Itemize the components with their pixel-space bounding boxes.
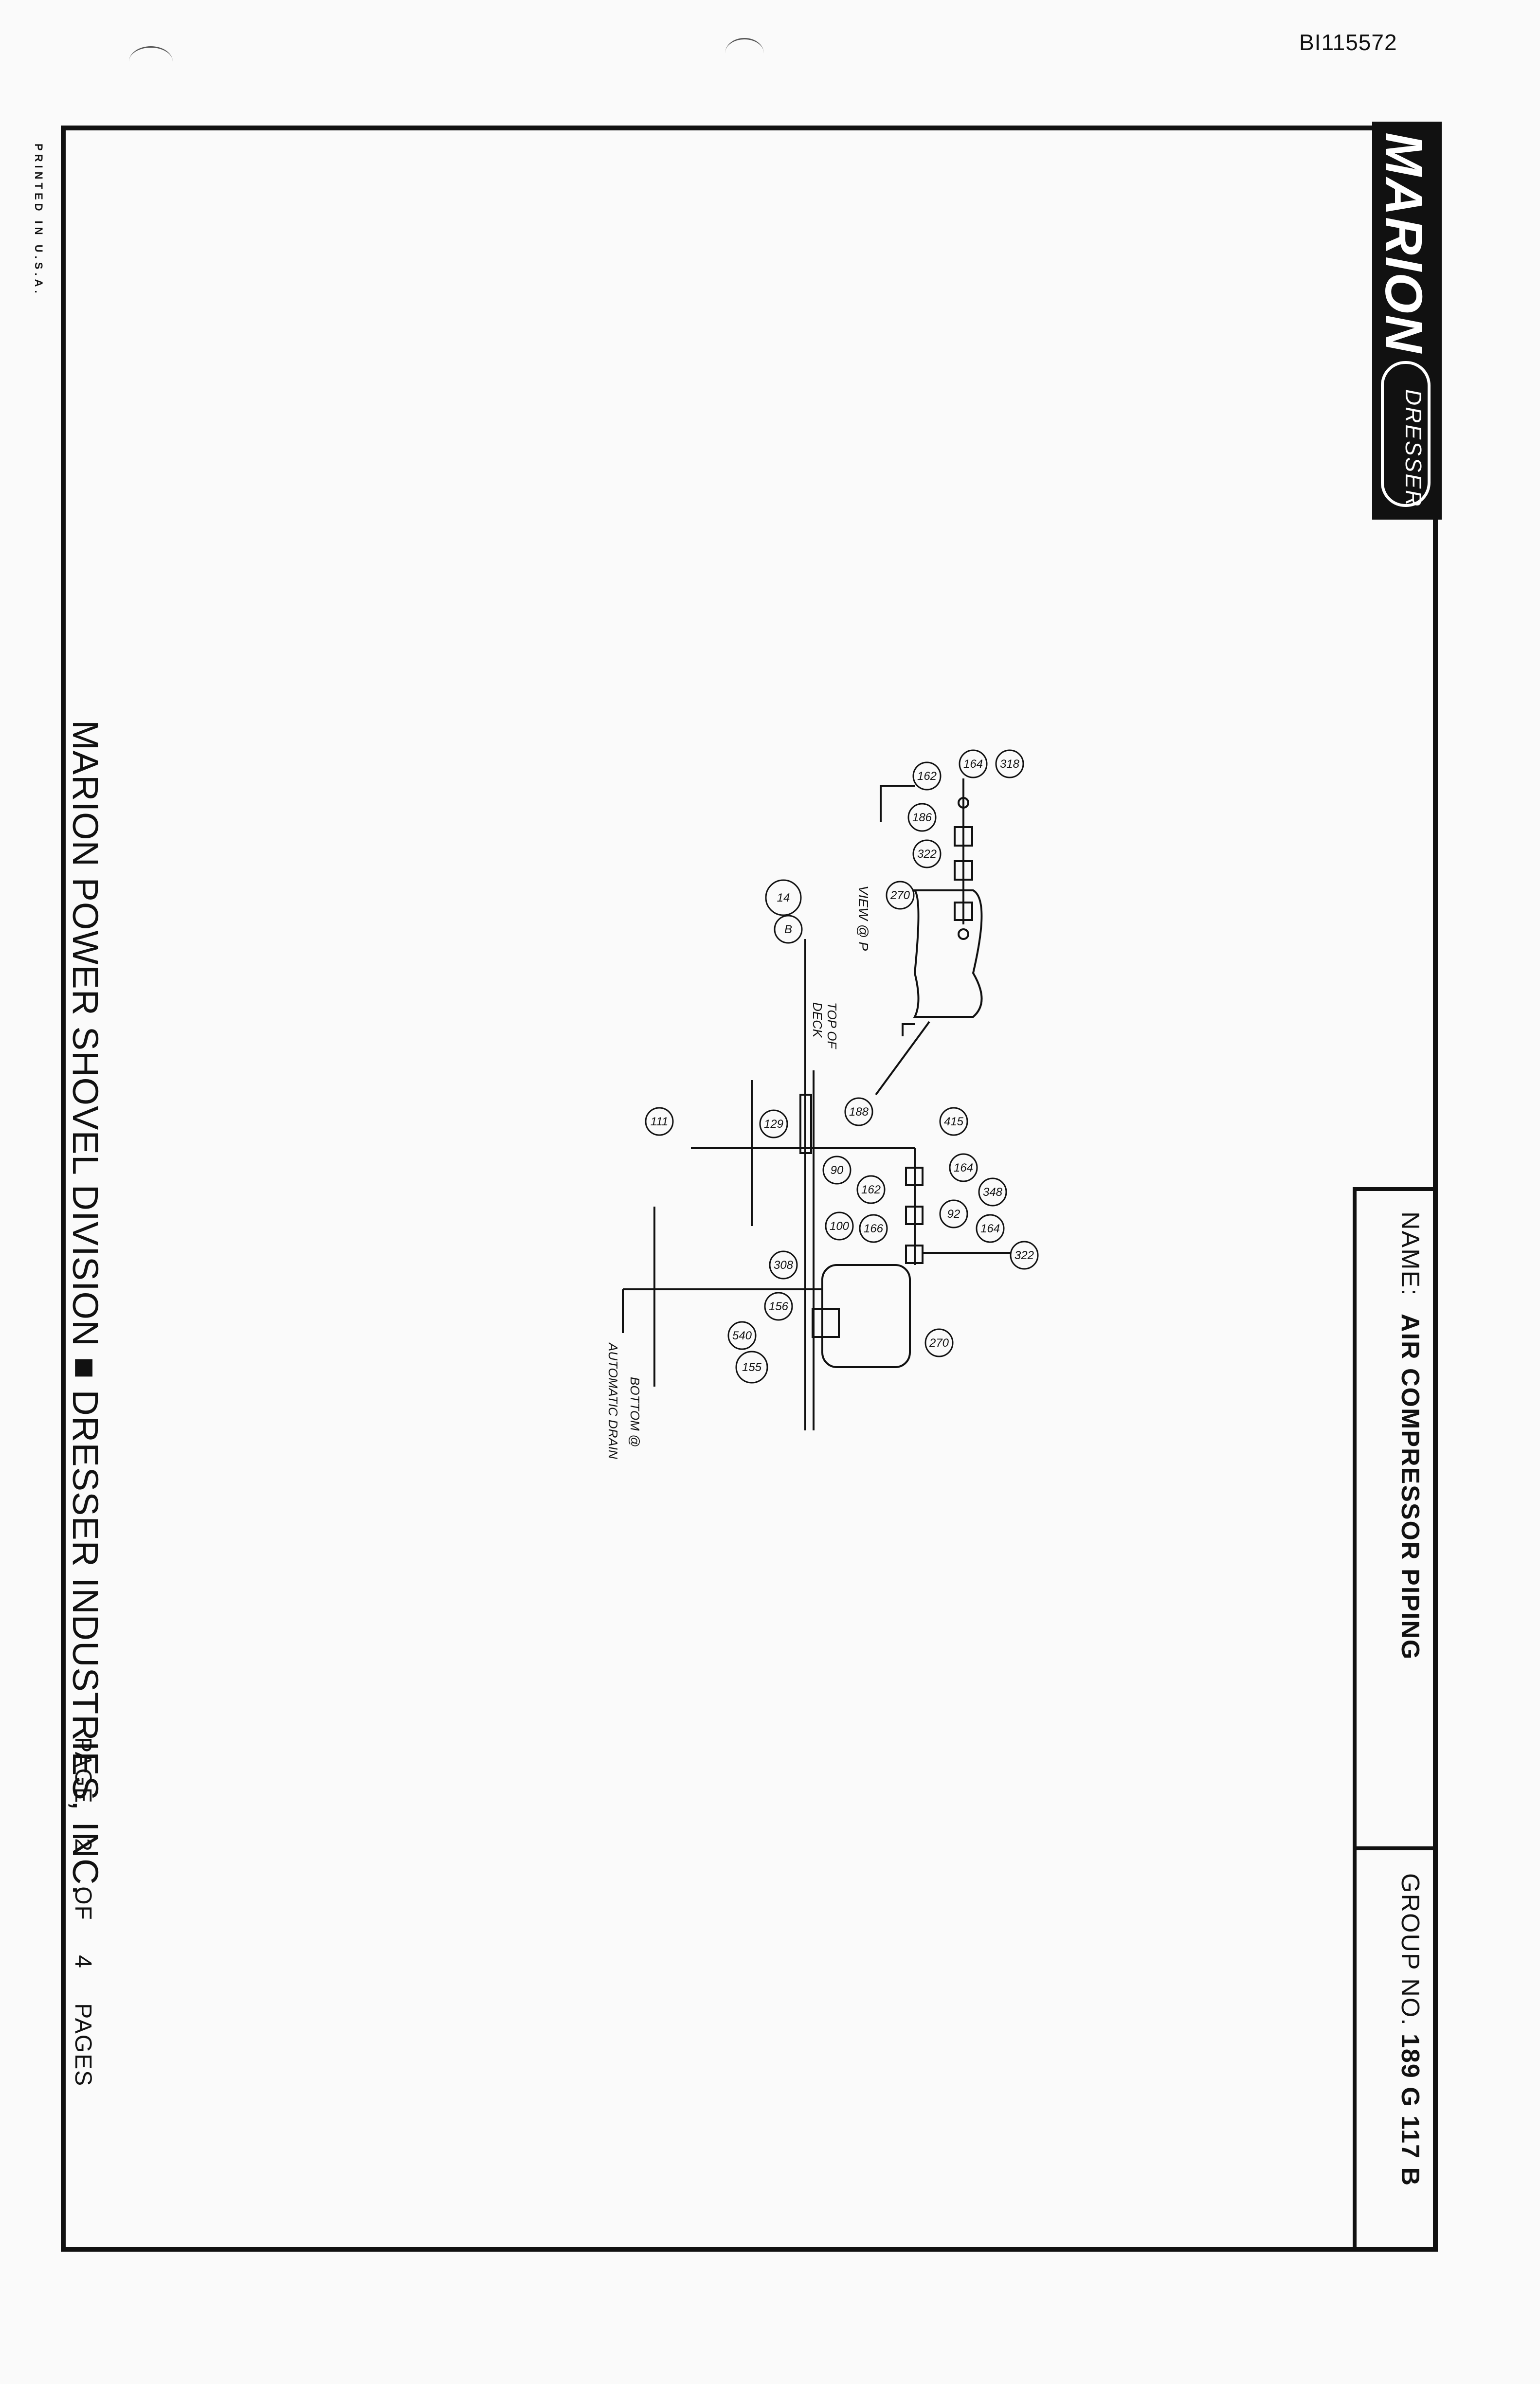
upper-valve <box>958 928 969 940</box>
callout-circle <box>856 1175 886 1204</box>
callout-circle <box>735 1351 768 1384</box>
callout-label: 100 <box>830 1220 850 1233</box>
upper-fitting <box>954 860 973 881</box>
callout-circle <box>912 761 942 791</box>
callout-circle <box>764 1292 793 1321</box>
callout-label: 318 <box>1000 758 1020 771</box>
lower-fitting <box>905 1206 924 1225</box>
lower-fitting <box>905 1167 924 1186</box>
callout-label: 162 <box>861 1183 881 1196</box>
callout-circle <box>976 1214 1005 1243</box>
callout-label: 164 <box>954 1161 973 1174</box>
callout-label: 308 <box>774 1259 794 1272</box>
punch-hole-mark <box>129 46 173 77</box>
top-of-deck-note-line1: TOP OF <box>825 1002 839 1049</box>
callout-label: 166 <box>864 1222 884 1235</box>
document-id: BI115572 <box>1299 30 1397 55</box>
callout-label: 90 <box>831 1164 844 1177</box>
deck-leader <box>875 1021 930 1096</box>
callout-circle <box>859 1214 888 1243</box>
lower-receiver-tank <box>821 1264 911 1368</box>
lower-fitting <box>812 1308 840 1338</box>
callout-circle <box>949 1153 978 1182</box>
callout-circle <box>939 1199 968 1228</box>
deck-fitting <box>799 1094 812 1154</box>
callout-label: 164 <box>980 1222 1000 1235</box>
title-block <box>1353 1187 1437 2252</box>
callout-label: 322 <box>917 848 937 861</box>
bottom-note-line1: BOTTOM @ <box>628 1377 642 1447</box>
title-block-divider <box>1353 1846 1437 1850</box>
callout-circle <box>959 749 988 778</box>
callout-circle <box>924 1328 954 1357</box>
callout-label: 188 <box>849 1105 869 1119</box>
callout-label: 270 <box>929 1336 949 1350</box>
lower-fitting <box>905 1245 924 1264</box>
logo-sub-brand-box: DRESSER <box>1381 361 1431 507</box>
callout-circle <box>759 1109 788 1138</box>
callout-label: 540 <box>732 1329 752 1342</box>
callout-circle <box>774 915 803 944</box>
view-note: VIEW @ P <box>856 885 871 951</box>
callout-circle <box>978 1177 1007 1207</box>
callout-circle <box>886 881 915 910</box>
callout-label: 155 <box>742 1361 762 1374</box>
callout-label: 129 <box>764 1118 783 1131</box>
callout-label: B <box>784 923 792 936</box>
top-of-deck-note-line2: DECK <box>810 1002 825 1038</box>
punch-hole-mark <box>725 38 764 69</box>
callout-circle <box>769 1250 798 1280</box>
callout-label: 322 <box>1015 1249 1034 1262</box>
callout-label: 14 <box>777 891 790 904</box>
view-marker <box>880 785 915 822</box>
bottom-note-line2: AUTOMATIC DRAIN <box>606 1343 620 1459</box>
callout-label: 348 <box>983 1186 1003 1199</box>
upper-fitting <box>954 826 973 847</box>
callout-label: 164 <box>963 758 983 771</box>
marion-dresser-logo: MARION DRESSER <box>1372 122 1442 520</box>
callout-circle <box>822 1156 852 1185</box>
callout-circle <box>1010 1241 1039 1270</box>
callout-label: 156 <box>769 1300 789 1313</box>
callout-label: 415 <box>944 1115 964 1128</box>
callout-label: 162 <box>917 770 937 783</box>
callout-circle <box>995 749 1024 778</box>
callout-circle <box>844 1097 873 1126</box>
callout-circle <box>765 879 802 916</box>
upper-valve <box>958 797 969 809</box>
view-marker <box>902 1023 915 1036</box>
callout-circle <box>939 1107 968 1136</box>
callout-circle <box>645 1107 674 1136</box>
right-rule <box>1433 545 1437 2252</box>
callout-circle <box>825 1211 854 1241</box>
callout-label: 186 <box>912 811 932 824</box>
callout-circle <box>727 1321 757 1350</box>
callout-label: 92 <box>947 1208 960 1221</box>
callout-circle <box>912 839 942 868</box>
callout-circle <box>907 803 937 832</box>
upper-fitting <box>954 902 973 921</box>
upper-receiver-tank <box>913 889 983 1018</box>
callout-label: 111 <box>651 1115 668 1128</box>
callout-label: 270 <box>890 889 910 902</box>
